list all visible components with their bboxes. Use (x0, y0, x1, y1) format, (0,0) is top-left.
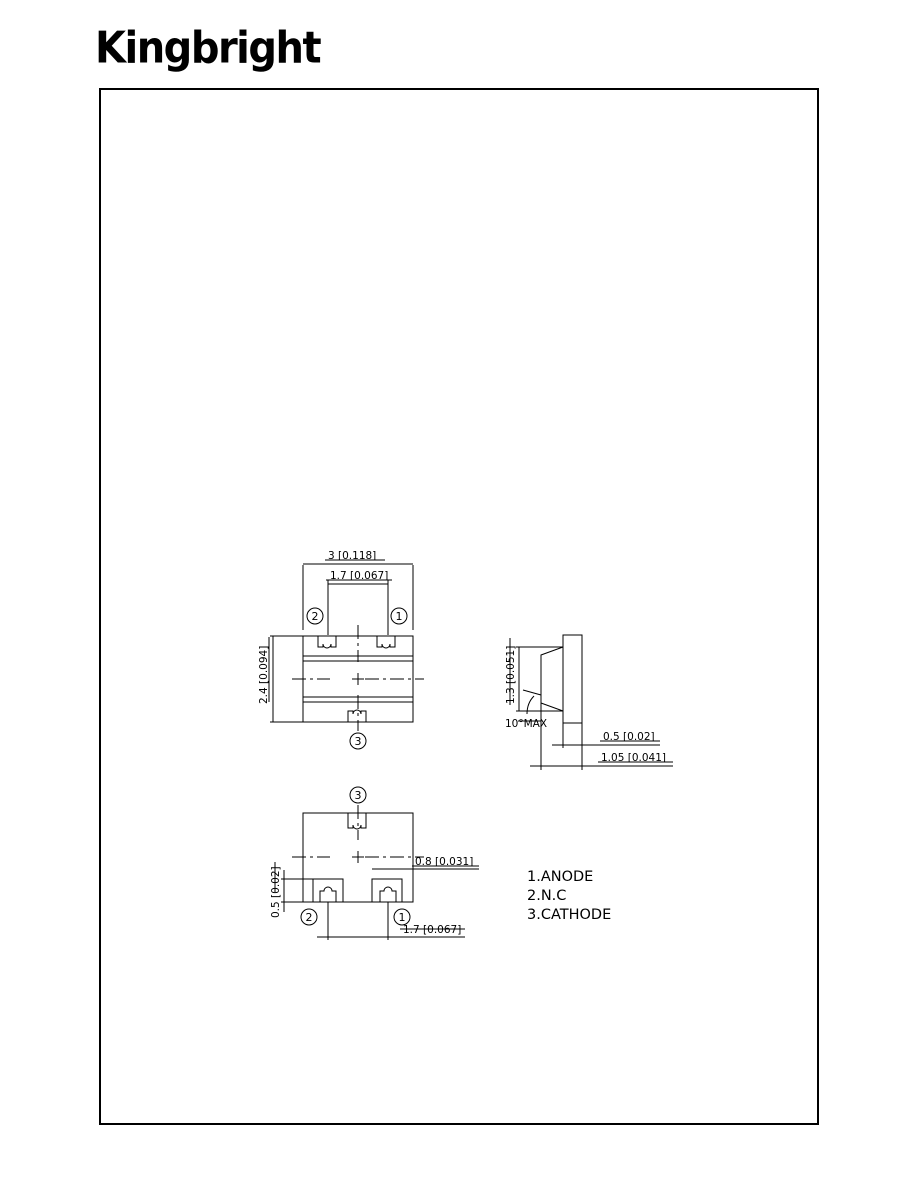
side-lead-dim: 0.5 [0.02] (603, 731, 655, 743)
top-width-dim: 3 [0.118] (328, 550, 376, 562)
top-pin-3-label: 3 (355, 735, 362, 748)
side-total-dim: 1.05 [0.041] (601, 752, 666, 764)
top-height-dim: 2.4 [0.094] (258, 646, 270, 704)
top-pitch-dim: 1.7 [0.067] (330, 570, 388, 582)
bottom-pin-1-label: 1 (399, 911, 406, 924)
side-view: 1.3 [0.051] 10°MAX 0.5 [0.02] 1.05 [0.04… (505, 634, 673, 770)
legend-anode: 1.ANODE (527, 869, 593, 885)
legend-cathode: 3.CATHODE (527, 907, 611, 923)
bottom-view: 3 0.8 [0.031] 0.5 [0.02] 2 1 1 (270, 786, 479, 940)
top-view: 3 [0.118] 1.7 [0.067] 2 1 3 (258, 550, 424, 750)
bottom-pad-width-dim: 0.8 [0.031] (415, 856, 473, 868)
legend-nc: 2.N.C (527, 888, 566, 904)
kingbright-logo: Kingbright (95, 23, 322, 74)
top-pin-2-label: 2 (312, 610, 319, 623)
side-height-dim: 1.3 [0.051] (505, 646, 517, 704)
bottom-pad-height-dim: 0.5 [0.02] (270, 866, 282, 918)
bottom-pin-2-label: 2 (306, 911, 313, 924)
drawing-frame (99, 88, 819, 1125)
bottom-pitch-dim: 1.7 [0.067] (403, 924, 461, 936)
bottom-pin-3-label: 3 (355, 789, 362, 802)
pinout-legend: 1.ANODE 2.N.C 3.CATHODE (527, 869, 611, 923)
top-pin-1-label: 1 (396, 610, 403, 623)
